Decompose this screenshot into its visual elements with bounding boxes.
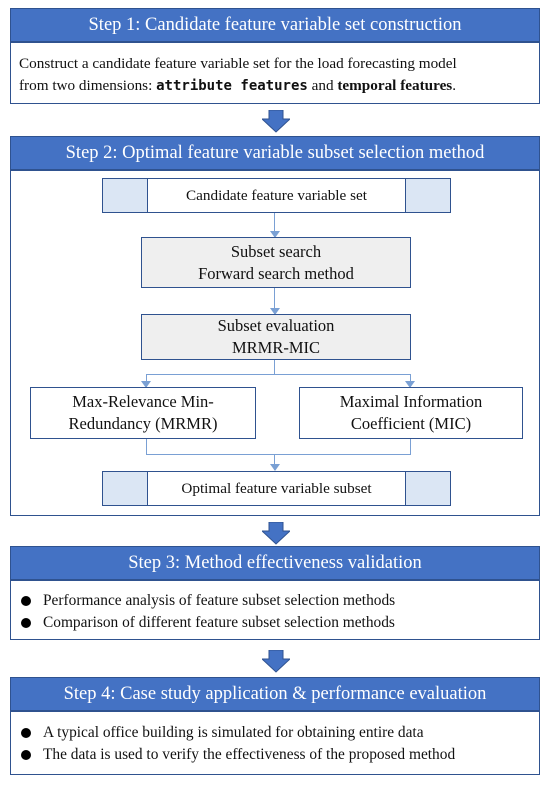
step3-bullet-2-text: Comparison of different feature subset s… xyxy=(43,614,395,631)
connector-4 xyxy=(274,454,275,470)
step4-body: A typical office building is simulated f… xyxy=(10,711,540,775)
candidate-set-label: Candidate feature variable set xyxy=(186,186,367,204)
down-arrow-icon-2 xyxy=(262,522,290,545)
step3-body: Performance analysis of feature subset s… xyxy=(10,580,540,640)
arrowhead-icon-5 xyxy=(270,464,280,471)
connector-left-down xyxy=(146,374,147,387)
step3-header: Step 3: Method effectiveness validation xyxy=(10,546,540,580)
candidate-set-right-cap xyxy=(405,179,450,212)
mic-line1: Maximal Information xyxy=(339,392,483,411)
step3-bullet-1: Performance analysis of feature subset s… xyxy=(11,590,539,612)
bullet-dot-icon xyxy=(21,728,31,738)
down-arrow-icon-3 xyxy=(262,650,290,673)
optimal-subset-label: Optimal feature variable subset xyxy=(181,479,372,497)
connector-merge xyxy=(146,454,411,455)
step1-title: Step 1: Candidate feature variable set c… xyxy=(88,14,462,35)
step4-bullet-2-text: The data is used to verify the effective… xyxy=(43,746,456,763)
mrmr-box: Max-Relevance Min- Redundancy (MRMR) xyxy=(30,387,256,439)
step4-title: Step 4: Case study application & perform… xyxy=(63,683,487,704)
optimal-subset-left-cap xyxy=(103,472,148,505)
bullet-dot-icon xyxy=(21,750,31,760)
arrowhead-icon-3 xyxy=(141,381,151,388)
connector-right-down xyxy=(410,374,411,387)
optimal-feature-subset-box: Optimal feature variable subset xyxy=(102,471,451,506)
bullet-dot-icon xyxy=(21,618,31,628)
step2-header: Step 2: Optimal feature variable subset … xyxy=(10,136,540,170)
connector-2 xyxy=(274,288,275,314)
connector-right-up xyxy=(410,439,411,454)
candidate-set-left-cap xyxy=(103,179,148,212)
subset-search-method: Forward search method xyxy=(198,263,354,283)
step1-line2-prefix: from two dimensions: xyxy=(19,77,157,94)
candidate-feature-set-box: Candidate feature variable set xyxy=(102,178,451,213)
step4-bullet-2: The data is used to verify the effective… xyxy=(11,744,539,766)
step3-title: Step 3: Method effectiveness validation xyxy=(128,552,422,573)
step1-text: Construct a candidate feature variable s… xyxy=(11,53,539,97)
subset-evaluation-box: Subset evaluation MRMR-MIC xyxy=(141,314,411,360)
step1-body: Construct a candidate feature variable s… xyxy=(10,42,540,104)
arrowhead-icon-4 xyxy=(405,381,415,388)
arrowhead-icon-1 xyxy=(270,231,280,238)
subset-search-box: Subset search Forward search method xyxy=(141,237,411,288)
connector-left-up xyxy=(146,439,147,454)
step1-suffix: . xyxy=(452,77,457,94)
step1-header: Step 1: Candidate feature variable set c… xyxy=(10,8,540,42)
subset-evaluation-method: MRMR-MIC xyxy=(231,338,321,357)
step1-bold-attribute: attribute features xyxy=(156,78,308,94)
subset-evaluation-title: Subset evaluation xyxy=(217,316,335,335)
step4-bullet-1-text: A typical office building is simulated f… xyxy=(43,724,424,741)
step3-bullet-1-text: Performance analysis of feature subset s… xyxy=(43,592,396,609)
arrowhead-icon-2 xyxy=(270,308,280,315)
step2-title: Step 2: Optimal feature variable subset … xyxy=(65,142,485,163)
step1-conj: and xyxy=(307,77,338,94)
connector-3 xyxy=(274,359,275,374)
optimal-subset-right-cap xyxy=(405,472,450,505)
mrmr-line1: Max-Relevance Min- xyxy=(72,392,214,411)
step1-bold-temporal: temporal features xyxy=(337,77,453,94)
step4-bullet-list: A typical office building is simulated f… xyxy=(11,722,539,766)
bullet-dot-icon xyxy=(21,596,31,606)
step3-bullet-2: Comparison of different feature subset s… xyxy=(11,612,539,634)
step3-bullet-list: Performance analysis of feature subset s… xyxy=(11,590,539,634)
step1-line2: from two dimensions: attribute features … xyxy=(19,75,539,97)
connector-1 xyxy=(274,213,275,237)
mic-box: Maximal Information Coefficient (MIC) xyxy=(299,387,523,439)
step4-header: Step 4: Case study application & perform… xyxy=(10,677,540,711)
step1-line1: Construct a candidate feature variable s… xyxy=(19,55,457,72)
step4-bullet-1: A typical office building is simulated f… xyxy=(11,722,539,744)
mic-line2: Coefficient (MIC) xyxy=(350,414,472,433)
connector-split xyxy=(146,374,411,375)
down-arrow-icon-1 xyxy=(262,110,290,133)
subset-search-title: Subset search xyxy=(230,241,322,261)
mrmr-line2: Redundancy (MRMR) xyxy=(68,414,218,433)
